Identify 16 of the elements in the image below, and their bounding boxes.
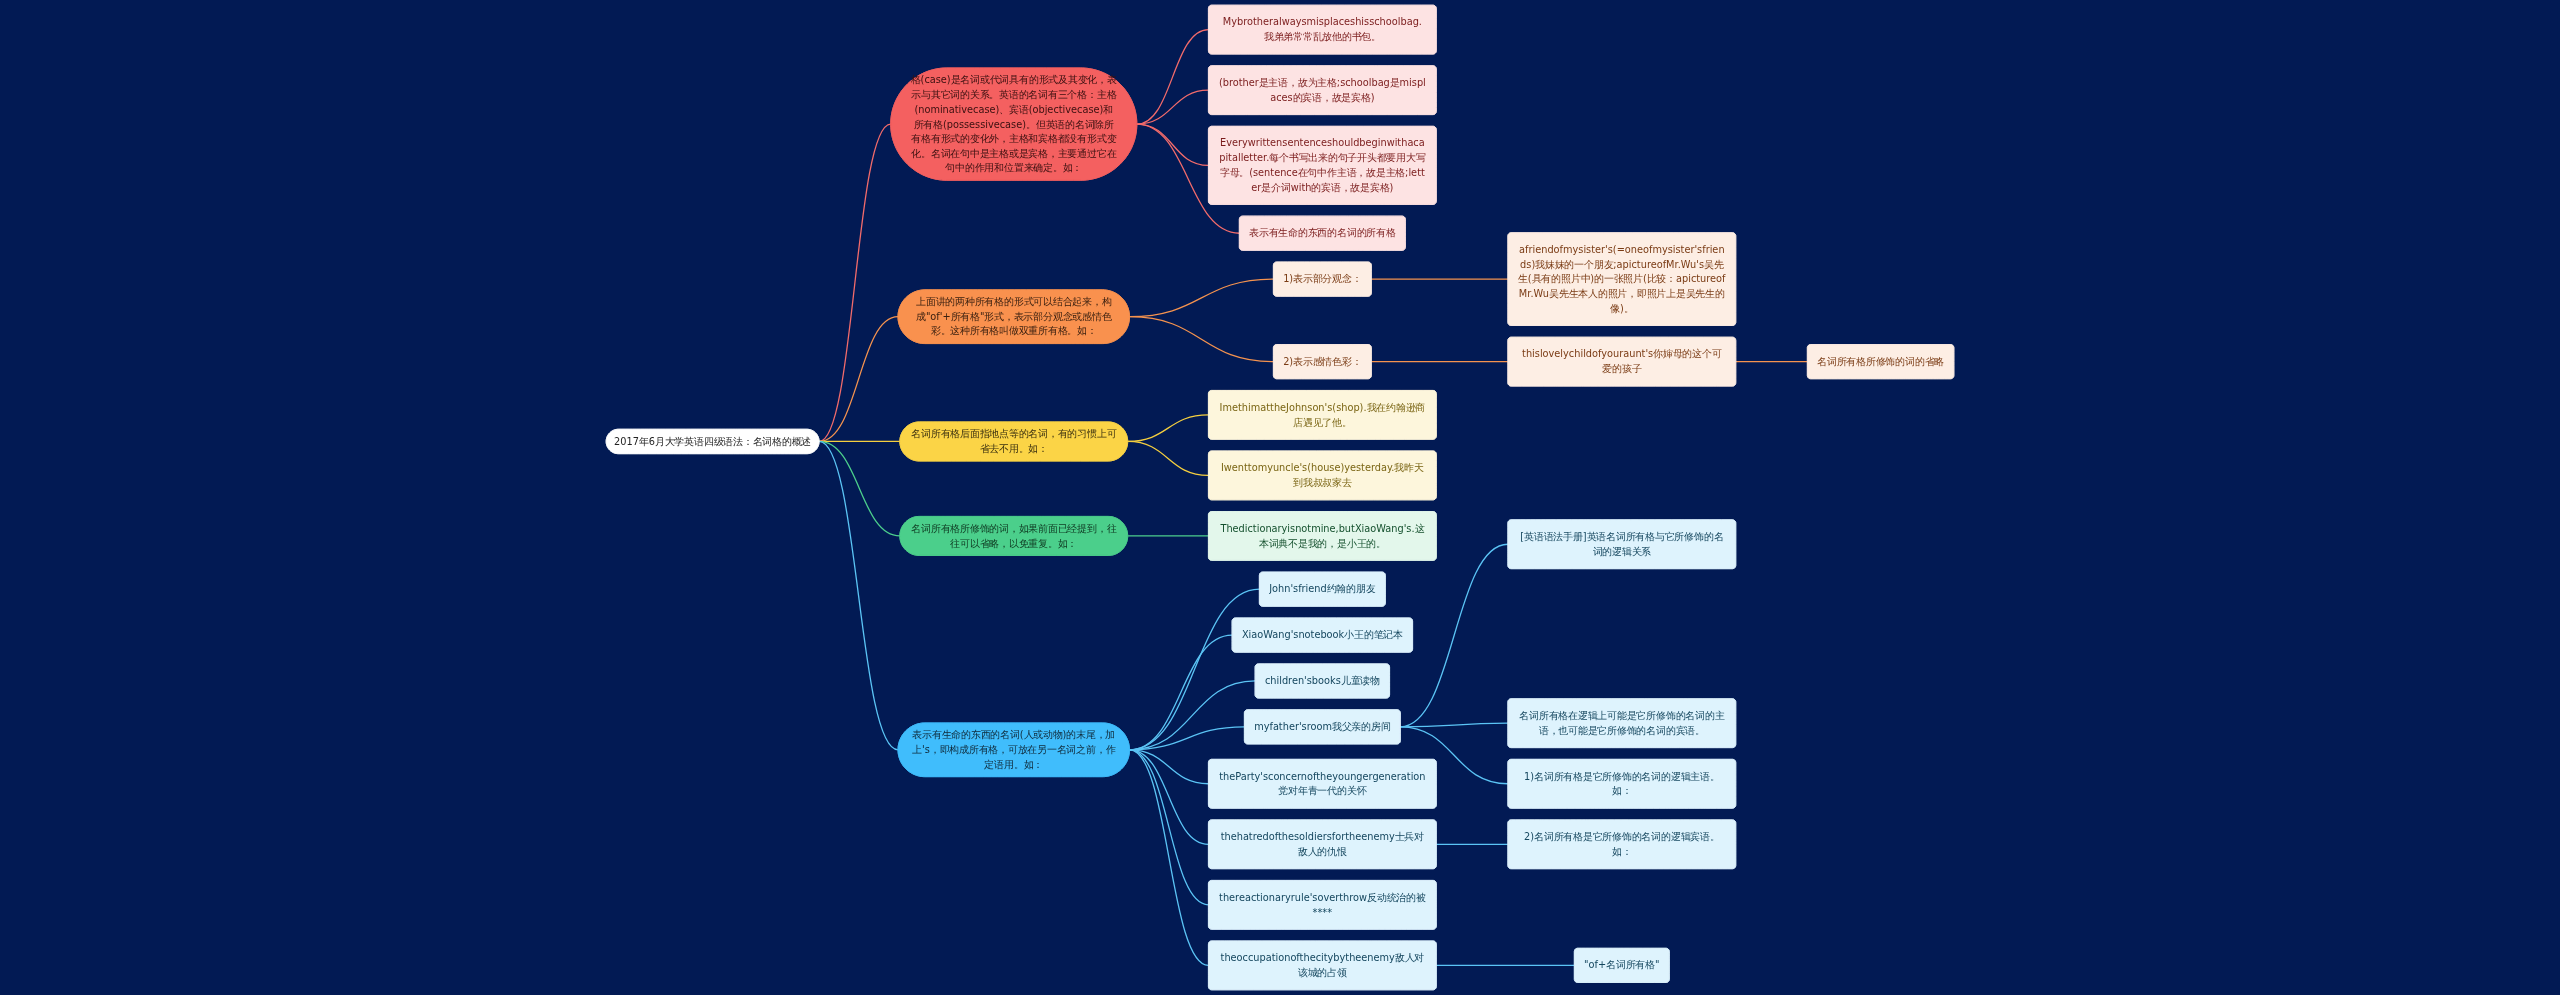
connector xyxy=(1370,361,1509,363)
connector xyxy=(1435,843,1509,845)
connector xyxy=(1136,89,1210,125)
connector xyxy=(1128,316,1275,363)
connector xyxy=(818,123,892,443)
connector xyxy=(1370,278,1509,280)
connector xyxy=(1136,28,1210,125)
connector xyxy=(1128,749,1210,906)
connector xyxy=(1127,440,1210,477)
connector xyxy=(818,440,899,751)
connector xyxy=(1127,535,1210,537)
connector xyxy=(1735,361,1808,363)
connector xyxy=(1399,726,1509,785)
connector xyxy=(1435,964,1575,967)
connector xyxy=(1136,123,1240,234)
connector xyxy=(1128,749,1210,967)
